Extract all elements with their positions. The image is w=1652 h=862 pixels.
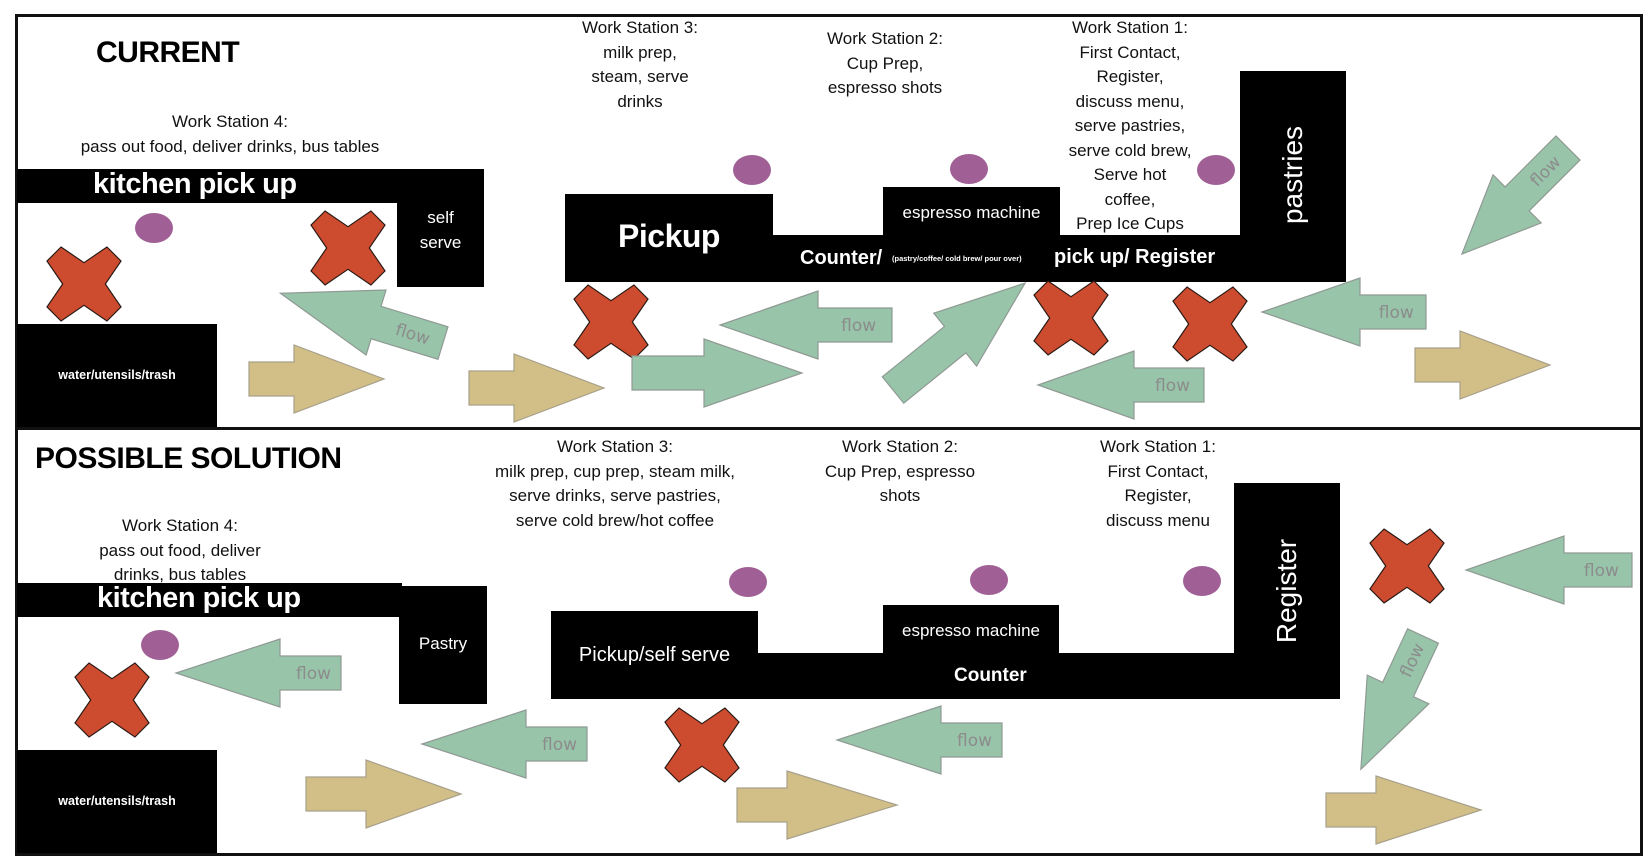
customer-arrow [248, 344, 386, 414]
solution-pastry-label: Pastry [418, 634, 468, 653]
blocker-x-icon [74, 662, 150, 738]
blocker-x-icon [1033, 280, 1109, 356]
solution-pickup-self-serve-label: Pickup/self serve [578, 644, 731, 666]
customer-arrow-shape [736, 770, 900, 840]
flow-arrow-shape [174, 638, 342, 708]
current-counter-sublabel: (pastry/coffee/ cold brew/ pour over) [892, 254, 1022, 263]
current-ws1-label: Work Station 1: First Contact, Register,… [1068, 18, 1192, 233]
flow-arrow-shape [1036, 350, 1205, 420]
current-pickup-label: Pickup [618, 218, 720, 254]
solution-ws1-label: Work Station 1: First Contact, Register,… [1100, 437, 1216, 530]
flow-arrow: flow [174, 638, 342, 708]
flow-label: flow [1379, 303, 1414, 323]
worker-icon [141, 630, 179, 660]
worker-icon [970, 565, 1008, 595]
flow-arrow-shape [278, 289, 449, 361]
solution-section-title: POSSIBLE SOLUTION [35, 442, 342, 475]
blocker-x-icon [310, 210, 386, 286]
solution-pickup-self-serve-block: Pickup/self serve [551, 611, 758, 699]
section-divider [15, 427, 1640, 430]
solution-water-utensils-trash-label: water/utensils/trash [58, 794, 176, 808]
current-self-serve-label: self serve [419, 208, 462, 252]
current-water-utensils-trash-label: water/utensils/trash [58, 368, 176, 382]
current-espresso-machine-label: espresso machine [902, 203, 1041, 222]
customer-arrow-shape [468, 353, 606, 423]
worker-icon [1183, 566, 1221, 596]
customer-arrow-shape [305, 759, 463, 829]
flow-arrow: flow [718, 290, 893, 360]
flow-arrow-shape [420, 709, 588, 779]
flow-arrow-shape [631, 338, 804, 408]
worker-icon [733, 155, 771, 185]
diagram-frame [15, 14, 1643, 856]
flow-arrow: flow [1260, 277, 1427, 347]
current-kitchen-pickup-block: kitchen pick up [17, 168, 397, 203]
flow-arrow: flow [835, 705, 1003, 775]
flow-arrow: flow [420, 709, 588, 779]
flow-label: flow [841, 316, 876, 336]
worker-icon [1197, 155, 1235, 185]
current-espresso-machine-block: espresso machine [883, 187, 1060, 237]
flow-label: flow [542, 735, 577, 755]
flow-arrow: flow [1464, 535, 1633, 605]
customer-arrow [305, 759, 463, 829]
solution-water-utensils-trash-block: water/utensils/trash [17, 750, 217, 853]
customer-arrow-shape [1414, 330, 1552, 400]
flow-arrow: flow [1360, 628, 1440, 771]
current-ws2-label: Work Station 2: Cup Prep, espresso shots [827, 29, 943, 97]
blocker-x-icon [573, 284, 649, 360]
flow-arrow-shape [1360, 628, 1440, 771]
solution-kitchen-pickup-label: kitchen pick up [97, 582, 301, 614]
blocker-x-icon [1369, 528, 1445, 604]
solution-ws4-label: Work Station 4: pass out food, deliver d… [99, 516, 261, 584]
solution-counter-label: Counter [954, 665, 1027, 686]
customer-arrow [468, 353, 606, 423]
current-section-title: CURRENT [96, 36, 240, 69]
solution-pastry-block: Pastry [399, 586, 487, 704]
customer-arrow-shape [248, 344, 386, 414]
flow-label: flow [1155, 376, 1190, 396]
flow-label: flow [957, 731, 992, 751]
solution-ws3-label: Work Station 3: milk prep, cup prep, ste… [495, 437, 735, 530]
flow-arrow-shape [1260, 277, 1427, 347]
current-ws3-label: Work Station 3: milk prep, steam, serve … [582, 18, 698, 111]
solution-ws2-label: Work Station 2: Cup Prep, espresso shots [824, 437, 976, 505]
flow-arrow [631, 338, 804, 408]
worker-icon [135, 213, 173, 243]
customer-arrow [1325, 775, 1483, 845]
solution-espresso-machine-block: espresso machine [883, 605, 1059, 655]
current-pickup-register-label: pick up/ Register [1054, 246, 1216, 268]
flow-label: flow [1584, 561, 1619, 581]
flow-arrow-shape [835, 705, 1003, 775]
worker-icon [729, 567, 767, 597]
solution-register-block: Register [1234, 483, 1340, 699]
flow-arrow: flow [1460, 135, 1581, 256]
blocker-x-icon [664, 707, 740, 783]
solution-kitchen-pickup-block: kitchen pick up [17, 582, 402, 617]
blocker-x-icon [46, 246, 122, 322]
current-water-utensils-trash-block: water/utensils/trash [17, 324, 217, 427]
flow-label: flow [296, 664, 331, 684]
flow-arrow-shape [1464, 535, 1633, 605]
current-ws4-label: Work Station 4: pass out food, deliver d… [80, 112, 380, 156]
flow-arrow-shape [881, 281, 1027, 405]
flow-arrow: flow [278, 289, 449, 361]
blocker-x-icon [1172, 286, 1248, 362]
current-counter-label: Counter/ [800, 247, 883, 269]
customer-arrow-shape [1325, 775, 1483, 845]
current-pickup-block: Pickup [565, 194, 773, 282]
flow-arrow-shape [718, 290, 893, 360]
solution-espresso-machine-label: espresso machine [902, 621, 1040, 640]
flow-arrow [881, 281, 1027, 405]
customer-arrow [736, 770, 900, 840]
current-self-serve-block: self serve [397, 169, 484, 287]
flow-arrow: flow [1036, 350, 1205, 420]
worker-icon [950, 154, 988, 184]
flow-arrow-shape [1460, 135, 1581, 256]
customer-arrow [1414, 330, 1552, 400]
current-pastries-block: pastries [1240, 71, 1346, 282]
current-kitchen-pickup-label: kitchen pick up [93, 168, 297, 200]
